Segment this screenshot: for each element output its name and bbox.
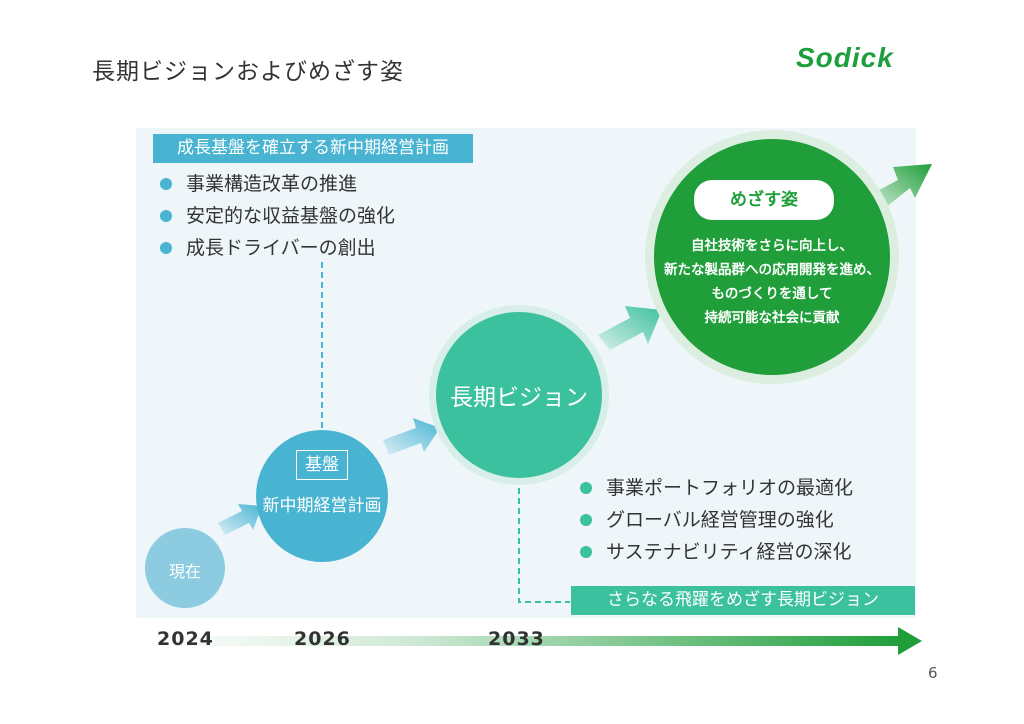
year-label: 2024 bbox=[157, 628, 214, 650]
long-term-vision-label: さらなる飛躍をめざす長期ビジョン bbox=[571, 586, 915, 615]
list-item: 事業ポートフォリオの最適化 bbox=[580, 472, 853, 504]
page-number: 6 bbox=[928, 664, 938, 682]
goal-line: 持続可能な社会に貢献 bbox=[704, 310, 840, 326]
page-title: 長期ビジョンおよびめざす姿 bbox=[92, 59, 404, 85]
list-item: 事業構造改革の推進 bbox=[160, 168, 395, 200]
circle-mid-term bbox=[256, 430, 388, 562]
arrow-2 bbox=[383, 418, 440, 455]
mid-term-bullets: 事業構造改革の推進 安定的な収益基盤の強化 成長ドライバーの創出 bbox=[160, 168, 395, 264]
current-label: 現在 bbox=[168, 562, 201, 581]
list-item: サステナビリティ経営の深化 bbox=[580, 536, 853, 568]
goal-line: ものづくりを通して bbox=[711, 286, 833, 302]
list-item: 安定的な収益基盤の強化 bbox=[160, 200, 395, 232]
year-label: 2026 bbox=[294, 628, 351, 650]
timeline-bar bbox=[150, 636, 902, 646]
arrow-3 bbox=[598, 306, 662, 350]
mid-term-plan-label: 成長基盤を確立する新中期経営計画 bbox=[153, 134, 473, 163]
list-item: グローバル経営管理の強化 bbox=[580, 504, 853, 536]
list-item: 成長ドライバーの創出 bbox=[160, 232, 395, 264]
goal-line: 自社技術をさらに向上し、 bbox=[691, 238, 853, 254]
timeline-arrowhead bbox=[898, 627, 922, 655]
circle-current bbox=[145, 528, 225, 608]
vision-title: 長期ビジョン bbox=[450, 385, 588, 411]
mid-term-plan-title: 新中期経営計画 bbox=[262, 496, 382, 516]
connector-long-term bbox=[518, 478, 570, 603]
foundation-badge: 基盤 bbox=[296, 450, 348, 480]
long-term-bullets: 事業ポートフォリオの最適化 グローバル経営管理の強化 サステナビリティ経営の深化 bbox=[580, 472, 853, 568]
arrow-1 bbox=[218, 504, 262, 535]
sodick-logo: Sodick bbox=[796, 42, 894, 73]
year-label: 2033 bbox=[488, 628, 545, 650]
goal-line: 新たな製品群への応用開発を進め、 bbox=[664, 262, 880, 278]
goal-title: めざす姿 bbox=[694, 180, 834, 220]
circle-vision bbox=[436, 312, 602, 478]
